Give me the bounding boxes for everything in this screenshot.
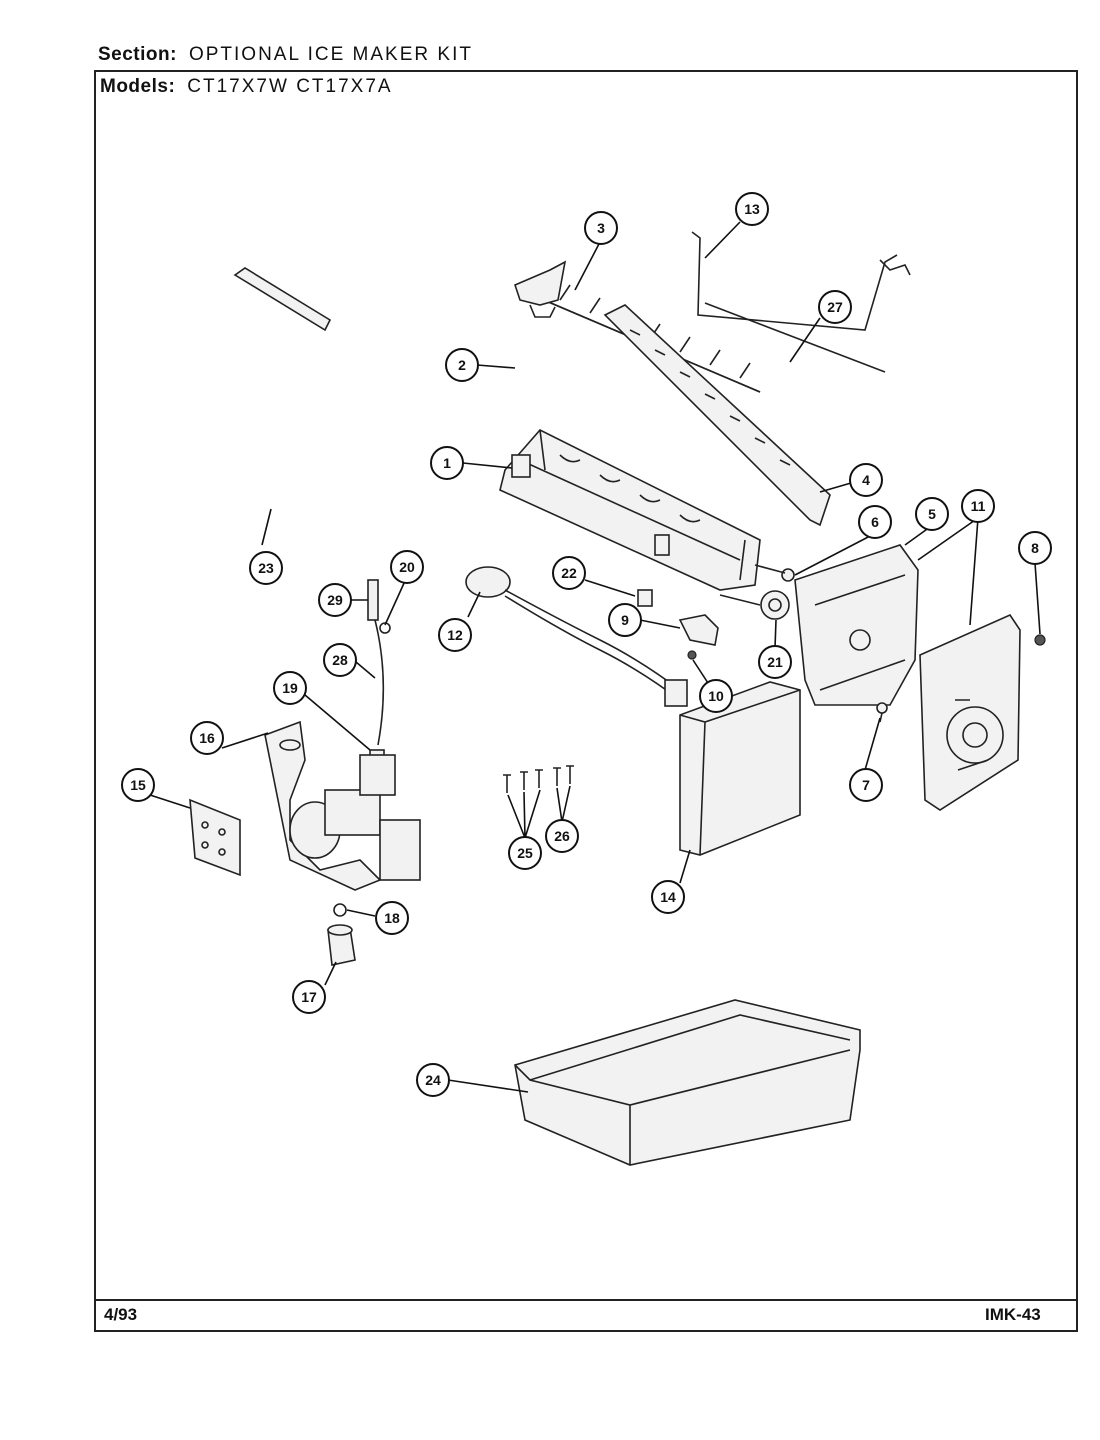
callout-17: 17 <box>292 980 326 1014</box>
svg-text:1: 1 <box>443 455 451 471</box>
screw-part-8 <box>1034 634 1046 646</box>
screw-part-6 <box>754 564 795 582</box>
models-heading: Models: CT17X7W CT17X7A <box>100 76 393 98</box>
svg-text:2: 2 <box>458 357 466 373</box>
callout-24: 24 <box>416 1063 450 1097</box>
clip-part <box>637 589 653 607</box>
svg-text:5: 5 <box>928 506 936 522</box>
svg-text:24: 24 <box>425 1072 441 1088</box>
bracket-part-9 <box>678 614 719 646</box>
callout-3: 3 <box>584 211 618 245</box>
models-value: CT17X7W CT17X7A <box>187 76 393 97</box>
callout-8: 8 <box>1018 531 1052 565</box>
callout-9: 9 <box>608 603 642 637</box>
svg-text:28: 28 <box>332 652 348 668</box>
rod-part <box>704 302 886 373</box>
svg-text:27: 27 <box>827 299 843 315</box>
screw-part-7 <box>876 702 888 723</box>
svg-text:23: 23 <box>258 560 274 576</box>
svg-text:19: 19 <box>282 680 298 696</box>
wiring-harness-part <box>465 566 688 707</box>
callout-25: 25 <box>508 836 542 870</box>
callout-26: 26 <box>545 819 579 853</box>
svg-text:21: 21 <box>767 654 783 670</box>
callout-29: 29 <box>318 583 352 617</box>
callout-7: 7 <box>849 768 883 802</box>
callout-18: 18 <box>375 901 409 935</box>
svg-text:4: 4 <box>862 472 870 488</box>
models-label: Models: <box>100 76 176 97</box>
fill-tube-part <box>233 267 332 332</box>
diagram-frame <box>94 70 1078 1332</box>
svg-text:6: 6 <box>871 514 879 530</box>
footer-code: IMK-43 <box>985 1305 1041 1324</box>
callout-5: 5 <box>915 497 949 531</box>
screws-part <box>503 765 574 793</box>
callout-13: 13 <box>735 192 769 226</box>
svg-text:11: 11 <box>971 498 986 514</box>
callout-23: 23 <box>249 551 283 585</box>
svg-text:15: 15 <box>130 777 146 793</box>
svg-text:25: 25 <box>517 845 533 861</box>
callout-27: 27 <box>818 290 852 324</box>
svg-text:14: 14 <box>660 889 676 905</box>
callout-1: 1 <box>430 446 464 480</box>
callout-12: 12 <box>438 618 472 652</box>
callout-16: 16 <box>190 721 224 755</box>
cover-block-part <box>679 681 801 856</box>
section-label: Section: <box>98 44 177 65</box>
svg-text:7: 7 <box>862 777 870 793</box>
svg-text:20: 20 <box>399 559 415 575</box>
ice-mold-part <box>499 429 761 591</box>
svg-text:10: 10 <box>708 688 724 704</box>
svg-text:17: 17 <box>301 989 317 1005</box>
callout-6: 6 <box>858 505 892 539</box>
svg-text:29: 29 <box>327 592 343 608</box>
svg-text:3: 3 <box>597 220 605 236</box>
callout-2: 2 <box>445 348 479 382</box>
callout-14: 14 <box>651 880 685 914</box>
water-line-part <box>367 579 391 765</box>
section-value: OPTIONAL ICE MAKER KIT <box>188 44 473 65</box>
stripper-part <box>603 304 831 527</box>
screw-part-10 <box>687 650 697 660</box>
callout-22: 22 <box>552 556 586 590</box>
ice-bin-part <box>514 999 861 1166</box>
gear-part <box>719 590 790 620</box>
mounting-plate-part <box>189 798 241 877</box>
callout-15: 15 <box>121 768 155 802</box>
mounting-bracket-part <box>514 260 567 318</box>
svg-text:16: 16 <box>199 730 215 746</box>
callout-4: 4 <box>849 463 883 497</box>
footer-date: 4/93 <box>104 1305 138 1324</box>
callout-20: 20 <box>390 550 424 584</box>
control-housing-part <box>794 544 919 706</box>
svg-text:22: 22 <box>561 565 577 581</box>
callout-28: 28 <box>323 643 357 677</box>
leader-lines <box>149 221 1041 1093</box>
callout-21: 21 <box>758 645 792 679</box>
callout-11: 11 <box>961 489 995 523</box>
svg-text:12: 12 <box>447 627 463 643</box>
callout-19: 19 <box>273 671 307 705</box>
svg-text:9: 9 <box>621 612 629 628</box>
o-ring-part <box>333 903 347 917</box>
callout-10: 10 <box>699 679 733 713</box>
section-heading: Section: OPTIONAL ICE MAKER KIT <box>98 44 473 66</box>
shutoff-arm-part <box>691 231 911 331</box>
svg-text:13: 13 <box>744 201 760 217</box>
svg-text:8: 8 <box>1031 540 1039 556</box>
compression-nut-part <box>327 924 356 966</box>
svg-text:18: 18 <box>384 910 400 926</box>
svg-text:26: 26 <box>554 828 570 844</box>
water-valve-part <box>264 720 421 891</box>
motor-assembly-part <box>919 613 1021 811</box>
